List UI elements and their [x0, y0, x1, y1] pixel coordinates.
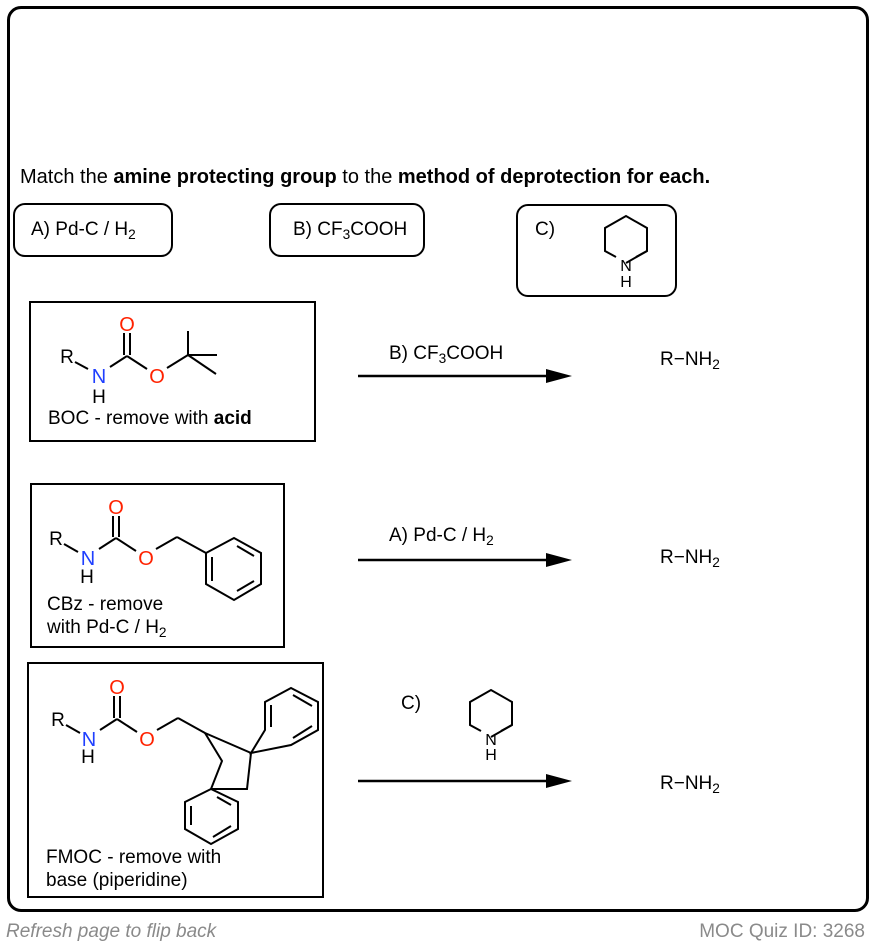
fmoc-structure: R N H O O — [51, 677, 319, 846]
upper-benzene-ring — [248, 686, 319, 755]
fmoc-reagent-piperidine: N H — [469, 688, 513, 762]
nitrogen-label: N — [620, 258, 632, 275]
question-middle: to the — [336, 166, 398, 188]
hydrogen-label: H — [92, 387, 106, 408]
question-text: Match the amine protecting group to the … — [20, 166, 710, 189]
carbonyl-oxygen-label: O — [119, 314, 135, 336]
boc-caption: BOC - remove with acid — [48, 408, 252, 429]
ester-oxygen-label: O — [149, 366, 165, 388]
question-bold-deprotection: method of deprotection for each. — [397, 166, 711, 188]
lower-benzene-ring — [184, 787, 239, 846]
quiz-card[interactable] — [7, 6, 869, 912]
hydrogen-label: H — [485, 747, 497, 762]
ester-oxygen-label: O — [139, 729, 155, 751]
option-c[interactable]: C) N H — [516, 204, 677, 297]
r-group-label: R — [49, 529, 63, 550]
bond — [635, 250, 648, 258]
ester-oxygen-label: O — [138, 548, 154, 570]
carbonyl-oxygen-label: O — [108, 497, 124, 519]
option-b-label: B) CF3COOH — [293, 219, 408, 243]
fluorenyl-five-ring — [202, 730, 253, 790]
cbz-reaction-arrow — [358, 553, 572, 567]
r-group-label: R — [60, 347, 74, 368]
r-group-label: R — [51, 710, 65, 731]
option-a-label: A) Pd-C / H2 — [31, 219, 136, 243]
hydrogen-label: H — [620, 274, 632, 291]
boc-reagent-label: B) CF3COOH — [389, 343, 504, 367]
boc-structure: R N H O O — [60, 314, 217, 408]
quiz-id: MOC Quiz ID: 3268 — [699, 921, 865, 942]
refresh-hint[interactable]: Refresh page to flip back — [6, 921, 217, 942]
boc-box[interactable]: R N H O O BOC - remove with acid — [29, 301, 316, 442]
question-bold-protecting-group: amine protecting group — [113, 166, 337, 188]
hydrogen-label: H — [81, 747, 95, 768]
option-a[interactable]: A) Pd-C / H2 — [13, 203, 173, 257]
carbonyl-oxygen-label: O — [109, 677, 125, 699]
cbz-reagent-label: A) Pd-C / H2 — [389, 525, 494, 549]
nitrogen-label: N — [81, 548, 95, 570]
piperidine-structure: N H — [604, 214, 648, 291]
cbz-structure: R N H O O — [49, 497, 262, 602]
fmoc-reagent-label: C) — [401, 693, 422, 714]
hydrogen-label: H — [80, 567, 94, 588]
boc-product: R−NH2 — [660, 349, 720, 373]
nitrogen-label: N — [92, 366, 106, 388]
nitrogen-label: N — [485, 732, 497, 749]
cbz-product: R−NH2 — [660, 547, 720, 571]
fmoc-product: R−NH2 — [660, 773, 720, 797]
option-c-label: C) — [535, 219, 556, 240]
boc-reaction-arrow — [358, 369, 572, 383]
option-b[interactable]: B) CF3COOH — [269, 203, 425, 257]
question-prefix: Match the — [20, 166, 114, 188]
fmoc-reaction-arrow — [358, 774, 572, 788]
nitrogen-label: N — [82, 729, 96, 751]
